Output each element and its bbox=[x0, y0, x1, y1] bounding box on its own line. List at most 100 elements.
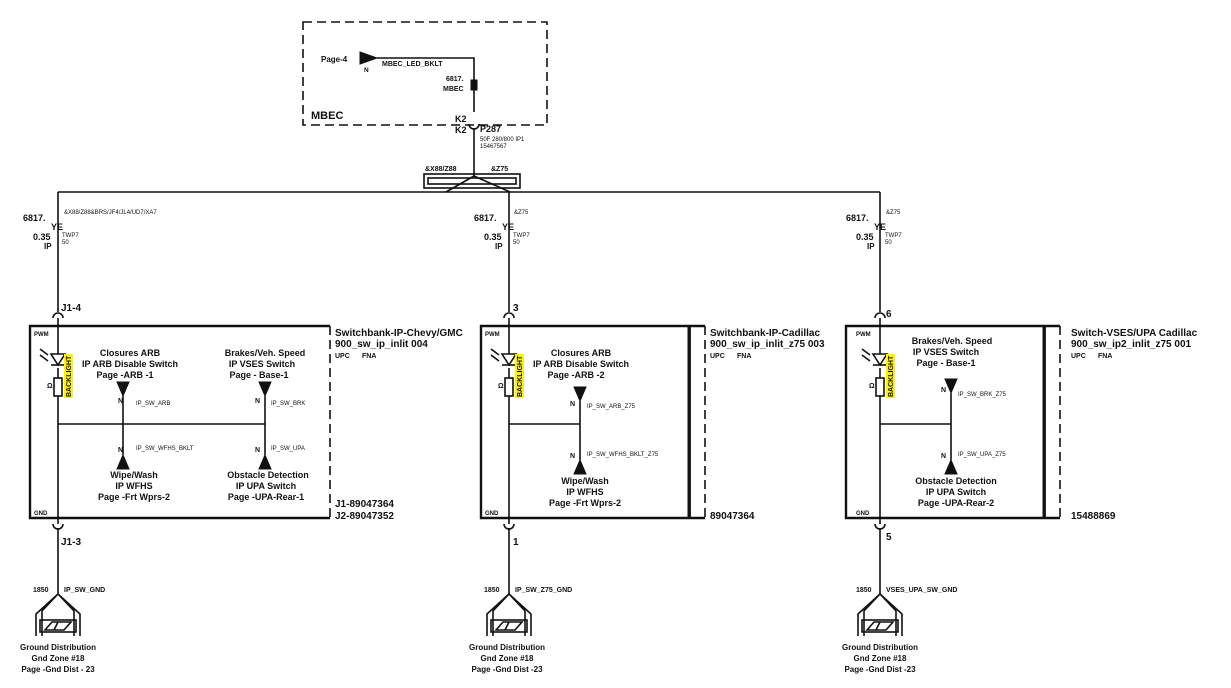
switch-upa-page[interactable]: Page -UPA-Rear-1 bbox=[228, 492, 304, 502]
branch-circuit: 6817. bbox=[23, 213, 46, 223]
ground-parallelogram bbox=[43, 621, 73, 631]
ground-circuit: 1850 bbox=[484, 587, 500, 594]
module-wiring bbox=[57, 326, 266, 518]
switch-wfhs-sub: IP WFHS bbox=[566, 487, 603, 497]
mbec-label: MBEC bbox=[311, 110, 343, 122]
gnd-label: GND bbox=[856, 511, 870, 517]
switch-vses-page[interactable]: Page - Base-1 bbox=[229, 370, 288, 380]
ground-symbol[interactable] bbox=[861, 619, 899, 633]
resistor-icon bbox=[875, 377, 885, 397]
switch-wfhs-pin: N bbox=[118, 447, 123, 454]
backlight-highlight bbox=[64, 354, 73, 398]
switch-upa-sub: IP UPA Switch bbox=[926, 487, 986, 497]
mbec-connector[interactable]: P287 bbox=[480, 124, 501, 134]
ground-page[interactable]: Page -Gnd Dist - 23 bbox=[21, 665, 95, 674]
module-cadillac: Switchbank-IP-Cadillac 900_sw_ip_inlit_z… bbox=[479, 324, 825, 522]
switch-wfhs-title: Wipe/Wash bbox=[110, 470, 158, 480]
ground-parallelogram bbox=[494, 621, 524, 631]
branch-option: &Z75 bbox=[886, 210, 901, 216]
module-upc: UPC bbox=[335, 353, 350, 360]
switch-upa-signal: IP_SW_UPA_Z75 bbox=[958, 452, 1006, 458]
ground-zone: Gnd Zone #18 bbox=[32, 654, 85, 663]
branch-3: &Z75 6817. YE 0.35 IP TWP7 50 6 5 1850 V… bbox=[842, 192, 957, 674]
gnd-label: GND bbox=[485, 511, 499, 517]
switch-arb-page[interactable]: Page -ARB -2 bbox=[547, 370, 604, 380]
switch-wfhs-page[interactable]: Page -Frt Wprs-2 bbox=[549, 498, 621, 508]
module-part-2: J2-89047352 bbox=[335, 511, 394, 522]
module-fna: FNA bbox=[362, 353, 376, 360]
mbec-resistor bbox=[470, 79, 478, 91]
ground-page[interactable]: Page -Gnd Dist -23 bbox=[471, 665, 543, 674]
gnd-label: GND bbox=[34, 511, 48, 517]
branch-pin-in: 6 bbox=[886, 309, 892, 320]
switch-arb-sub: IP ARB Disable Switch bbox=[533, 359, 629, 369]
ground-symbol[interactable] bbox=[39, 619, 77, 633]
switch-arb-page[interactable]: Page -ARB -1 bbox=[96, 370, 153, 380]
module-title[interactable]: Switchbank-IP-Chevy/GMC bbox=[335, 328, 463, 339]
switch-upa-sub: IP UPA Switch bbox=[236, 481, 296, 491]
switch-wfhs-pin: N bbox=[570, 453, 575, 460]
ground-signal: IP_SW_GND bbox=[64, 587, 105, 594]
ground-zone: Gnd Zone #18 bbox=[854, 654, 907, 663]
ground-signal: IP_SW_Z75_GND bbox=[515, 587, 572, 594]
switch-upa-pin: N bbox=[255, 447, 260, 454]
module-solid-outline bbox=[844, 324, 1060, 520]
switch-upa-signal: IP_SW_UPA bbox=[271, 446, 305, 452]
switch-wfhs-page[interactable]: Page -Frt Wprs-2 bbox=[98, 492, 170, 502]
switch-vses-title: Brakes/Veh. Speed bbox=[225, 348, 306, 358]
switch-vses-page[interactable]: Page - Base-1 bbox=[916, 358, 975, 368]
ground-fan bbox=[486, 593, 532, 636]
module-part-1: J1-89047364 bbox=[335, 499, 394, 510]
led-icon bbox=[871, 353, 889, 367]
backlight-label: BACKLIGHT bbox=[517, 355, 524, 397]
branch-twp-len: 50 bbox=[62, 240, 69, 246]
led-icon bbox=[500, 353, 518, 367]
switch-arb-title: Closures ARB bbox=[551, 348, 612, 358]
module-chevy-gmc: Switchbank-IP-Chevy/GMC 900_sw_ip_inlit … bbox=[28, 324, 463, 522]
module-file: 900_sw_ip_inlit_z75 003 bbox=[710, 339, 825, 350]
backlight-highlight bbox=[515, 354, 524, 398]
splice-block: &X88/Z88 &Z75 bbox=[58, 166, 880, 193]
switch-vses-sub: IP VSES Switch bbox=[229, 359, 295, 369]
switch-arb-pin: N bbox=[118, 398, 123, 405]
branch-loc: IP bbox=[44, 242, 52, 251]
module-upc: UPC bbox=[710, 353, 725, 360]
switch-arb-arrow bbox=[573, 386, 587, 403]
ground-circuit: 1850 bbox=[33, 587, 49, 594]
branch-pin-out-socket bbox=[503, 518, 515, 594]
branch-gauge: 0.35 bbox=[856, 232, 874, 242]
mbec-page-ref[interactable]: Page-4 bbox=[321, 55, 348, 64]
ground-title: Ground Distribution bbox=[469, 643, 545, 652]
resistor-icon bbox=[53, 377, 63, 397]
branch-pin-in-socket bbox=[503, 312, 515, 326]
branch-gauge: 0.35 bbox=[33, 232, 51, 242]
ground-page[interactable]: Page -Gnd Dist -23 bbox=[844, 665, 916, 674]
module-title[interactable]: Switch-VSES/UPA Cadillac bbox=[1071, 328, 1198, 339]
switch-vses-arrow bbox=[944, 378, 958, 395]
module-solid-outline bbox=[479, 324, 705, 520]
switch-upa-title: Obstacle Detection bbox=[227, 470, 309, 480]
module-inner-edge bbox=[1042, 325, 1046, 519]
splice-left-option: &X88/Z88 bbox=[425, 166, 457, 173]
mbec-wire bbox=[377, 57, 475, 112]
led-icon bbox=[49, 353, 67, 367]
module-title[interactable]: Switchbank-IP-Cadillac bbox=[710, 328, 820, 339]
branch-1: &X88/Z88&BRS/JF4/JL4/UD7/XA7 6817. YE 0.… bbox=[20, 192, 157, 674]
branch-pin-in-socket bbox=[52, 312, 64, 326]
ground-circuit: 1850 bbox=[856, 587, 872, 594]
switch-arb-pin: N bbox=[570, 401, 575, 408]
led-light-rays bbox=[861, 348, 871, 362]
ground-zone: Gnd Zone #18 bbox=[481, 654, 534, 663]
branch-pin-in: J1-4 bbox=[61, 303, 81, 314]
branch-circuit: 6817. bbox=[846, 213, 869, 223]
switch-upa-title: Obstacle Detection bbox=[915, 476, 997, 486]
switch-upa-page[interactable]: Page -UPA-Rear-2 bbox=[918, 498, 994, 508]
ground-symbol[interactable] bbox=[490, 619, 528, 633]
module-wiring bbox=[879, 326, 952, 518]
module-wiring bbox=[508, 326, 581, 518]
branch-pin-out: J1-3 bbox=[61, 537, 81, 548]
resistor-icon bbox=[504, 377, 514, 397]
switch-vses-sub: IP VSES Switch bbox=[913, 347, 979, 357]
branch-pin-out-socket bbox=[52, 518, 64, 594]
mbec-circuit: 6817. bbox=[446, 76, 464, 83]
